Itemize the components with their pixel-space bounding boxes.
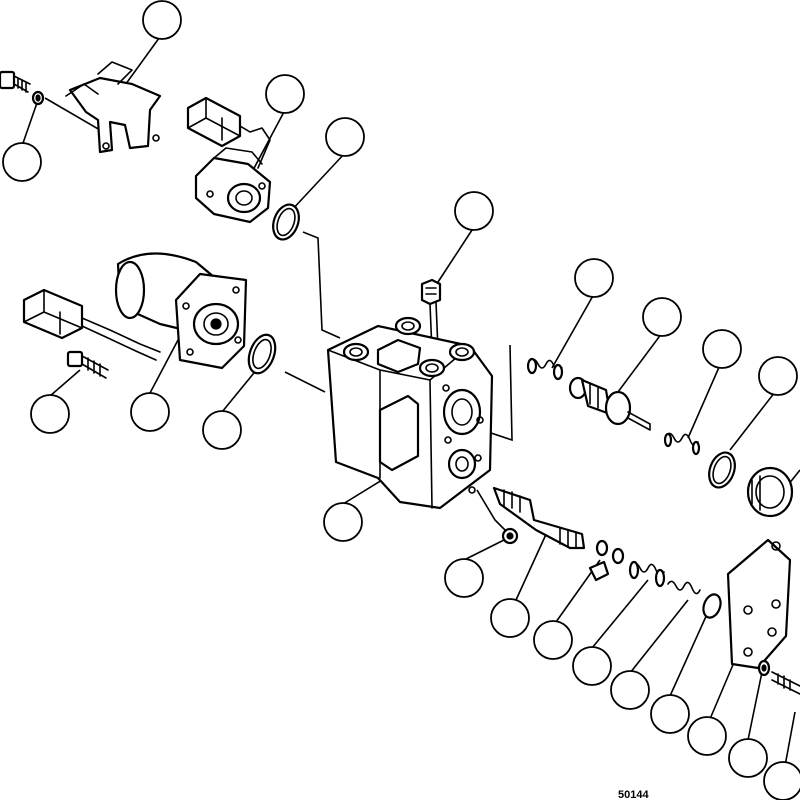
callout-balloon	[323, 502, 363, 542]
callout-balloon	[642, 297, 682, 337]
spool	[492, 486, 586, 550]
callout-balloon	[758, 356, 798, 396]
solenoid-small	[194, 147, 272, 224]
callout-balloon	[454, 191, 494, 231]
callout-balloon	[202, 410, 242, 450]
spring-lower	[628, 560, 666, 588]
relief-cartridge	[568, 376, 651, 431]
callout-balloon	[574, 258, 614, 298]
callout-balloon	[572, 646, 612, 686]
leader-lines	[21, 33, 800, 767]
drawing-number: 50144	[618, 789, 649, 800]
electrical-connector-upper	[186, 96, 271, 169]
solenoid-screw	[66, 350, 109, 379]
callout-balloon	[687, 716, 727, 756]
o-ring-left	[247, 333, 277, 375]
spring-upper	[526, 357, 564, 381]
callout-balloon	[325, 117, 365, 157]
callout-balloon	[763, 761, 800, 800]
lock-washer	[31, 90, 45, 106]
o-ring-right	[708, 451, 736, 489]
callout-balloon	[444, 558, 484, 598]
callout-balloon	[728, 738, 768, 778]
callout-balloon	[142, 0, 182, 40]
end-plug	[746, 466, 794, 518]
callout-balloon	[130, 392, 170, 432]
o-ring-lower	[702, 593, 722, 619]
washer-small	[588, 539, 625, 582]
spring-mid	[663, 432, 701, 456]
electrical-connector-lower	[22, 288, 161, 361]
spring-lower-2	[667, 580, 701, 595]
callout-balloon	[610, 670, 650, 710]
callout-balloon	[265, 74, 305, 114]
callout-balloon	[702, 329, 742, 369]
valve-body	[326, 316, 494, 510]
callout-balloon	[650, 694, 690, 734]
mounting-bracket	[65, 61, 162, 154]
cover-screw	[771, 671, 800, 695]
callout-balloon	[2, 142, 42, 182]
callout-balloon	[30, 394, 70, 434]
end-cover-plate	[726, 538, 792, 670]
cap-screw	[0, 70, 31, 93]
o-ring-upper	[272, 203, 300, 241]
callout-balloon	[490, 598, 530, 638]
cover-washer	[757, 659, 771, 677]
callout-balloon	[533, 620, 573, 660]
check-ball	[501, 527, 519, 545]
solenoid-large	[114, 252, 248, 370]
